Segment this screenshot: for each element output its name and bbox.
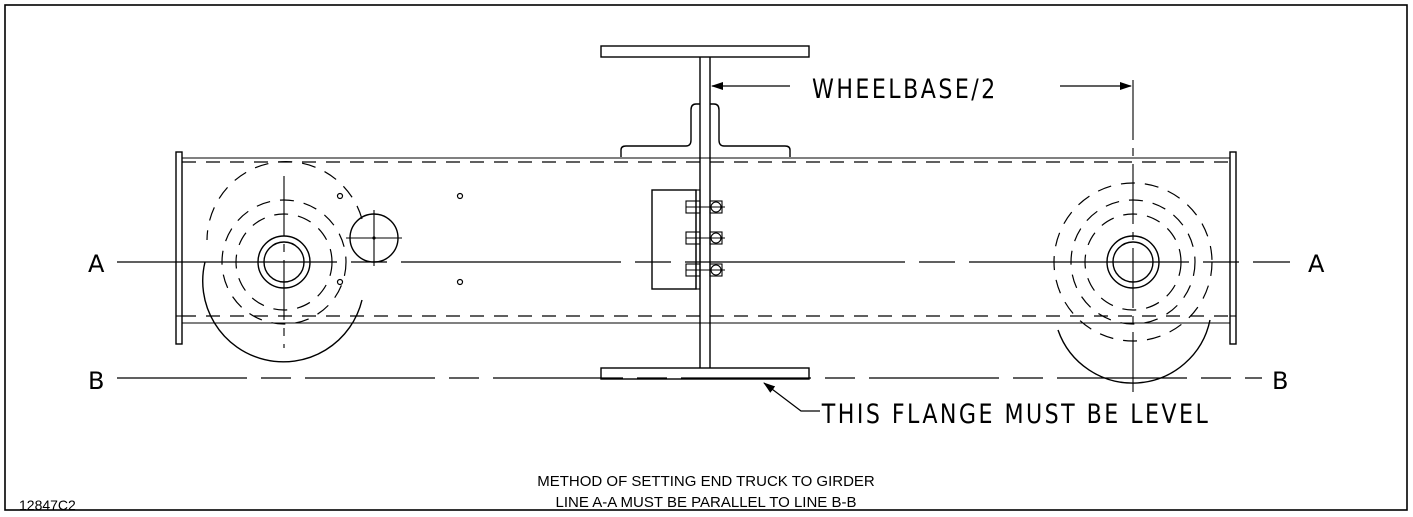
wheelbase-label: WHEELBASE/2: [812, 73, 998, 105]
right-end-plate: [1229, 151, 1237, 345]
girder-bottom-flange: [600, 367, 810, 380]
left-end-plate: [175, 151, 183, 345]
end-truck-frame: [175, 151, 1237, 345]
line-b-right-label: B: [1272, 367, 1291, 395]
line-b-left-label: B: [88, 367, 107, 395]
flange-leader: [763, 382, 820, 412]
line-a-right-label: A: [1308, 250, 1327, 278]
drawing-border: [4, 4, 1408, 511]
drive-pinion: [346, 210, 402, 266]
girder-top-flange: [600, 45, 810, 58]
mounting-holes: [336, 192, 464, 286]
caption-line-2: LINE A-A MUST BE PARALLEL TO LINE B-B: [556, 494, 857, 511]
splice-plate: [651, 189, 697, 290]
figure-code: 12847C2: [19, 497, 76, 513]
flange-note: THIS FLANGE MUST BE LEVEL: [821, 398, 1210, 430]
caption-line-1: METHOD OF SETTING END TRUCK TO GIRDER: [537, 473, 875, 490]
girder-i-beam: [600, 45, 810, 380]
line-a-left-label: A: [88, 250, 107, 278]
splice-bolts: [685, 200, 725, 277]
